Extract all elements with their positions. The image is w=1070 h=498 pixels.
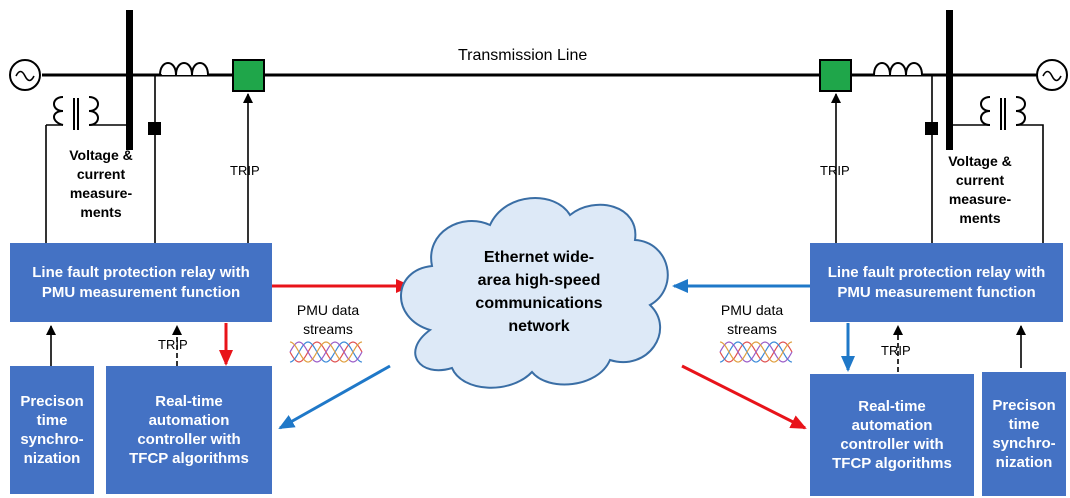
right-breaker-icon bbox=[819, 59, 852, 92]
right-current-transformer-icon bbox=[873, 62, 923, 76]
left-lower-trip-label: TRIP bbox=[158, 337, 188, 352]
waveform-trace bbox=[719, 341, 793, 363]
left-upper-trip-label: TRIP bbox=[230, 163, 260, 178]
waveform-trace bbox=[289, 341, 363, 363]
left-breaker-icon bbox=[232, 59, 265, 92]
left-ct-terminal-icon bbox=[148, 122, 161, 135]
right-ct-terminal-icon bbox=[925, 122, 938, 135]
right-measurement-label: Voltage & current measure- ments bbox=[948, 153, 1012, 226]
left-sync-label: Precison time synchro- nization bbox=[20, 393, 84, 467]
cloud-to-left-controller-arrow bbox=[278, 364, 391, 430]
right-controller-label: Real-time automation controller with TFC… bbox=[832, 398, 952, 472]
waveform-trace bbox=[719, 341, 793, 363]
right-protection-relay-box: Line fault protection relay with PMU mea… bbox=[810, 243, 1063, 322]
waveform-trace bbox=[719, 341, 793, 363]
left-measurement-label: Voltage & current measure- ments bbox=[69, 147, 133, 220]
right-pmu-waveform-icon bbox=[719, 341, 793, 363]
waveform-trace bbox=[289, 341, 363, 363]
left-controller-label: Real-time automation controller with TFC… bbox=[129, 393, 249, 467]
left-ct-lead bbox=[154, 74, 162, 243]
left-relay-label: Line fault protection relay with PMU mea… bbox=[32, 263, 250, 301]
right-pmu-data-label: PMU data streams bbox=[720, 302, 784, 337]
right-ac-source-icon bbox=[1036, 59, 1068, 91]
right-relay-label: Line fault protection relay with PMU mea… bbox=[827, 263, 1046, 301]
cloud-to-right-controller-arrow bbox=[681, 364, 807, 430]
left-automation-controller-box: Real-time automation controller with TFC… bbox=[106, 366, 272, 494]
right-time-sync-box: Precison time synchro- nization bbox=[982, 372, 1066, 496]
left-pmu-waveform-icon bbox=[289, 341, 363, 363]
right-busbar bbox=[946, 10, 953, 150]
left-ac-source-icon bbox=[9, 59, 41, 91]
right-automation-controller-box: Real-time automation controller with TFC… bbox=[810, 374, 974, 496]
communications-cloud-icon bbox=[400, 197, 669, 389]
right-ct-lead bbox=[922, 74, 933, 243]
cloud-label: Ethernet wide- area high-speed communica… bbox=[475, 249, 603, 335]
right-lower-trip-label: TRIP bbox=[881, 343, 911, 358]
right-voltage-transformer-icon bbox=[953, 96, 1044, 243]
right-sync-label: Precison time synchro- nization bbox=[992, 397, 1056, 471]
left-busbar bbox=[126, 10, 133, 150]
left-voltage-transformer-icon bbox=[45, 96, 126, 243]
transmission-line-label: Transmission Line bbox=[458, 47, 588, 64]
waveform-trace bbox=[289, 341, 363, 363]
left-time-sync-box: Precison time synchro- nization bbox=[10, 366, 94, 494]
left-pmu-data-label: PMU data streams bbox=[296, 302, 360, 337]
left-current-transformer-icon bbox=[159, 62, 209, 76]
right-upper-trip-label: TRIP bbox=[820, 163, 850, 178]
left-protection-relay-box: Line fault protection relay with PMU mea… bbox=[10, 243, 272, 322]
